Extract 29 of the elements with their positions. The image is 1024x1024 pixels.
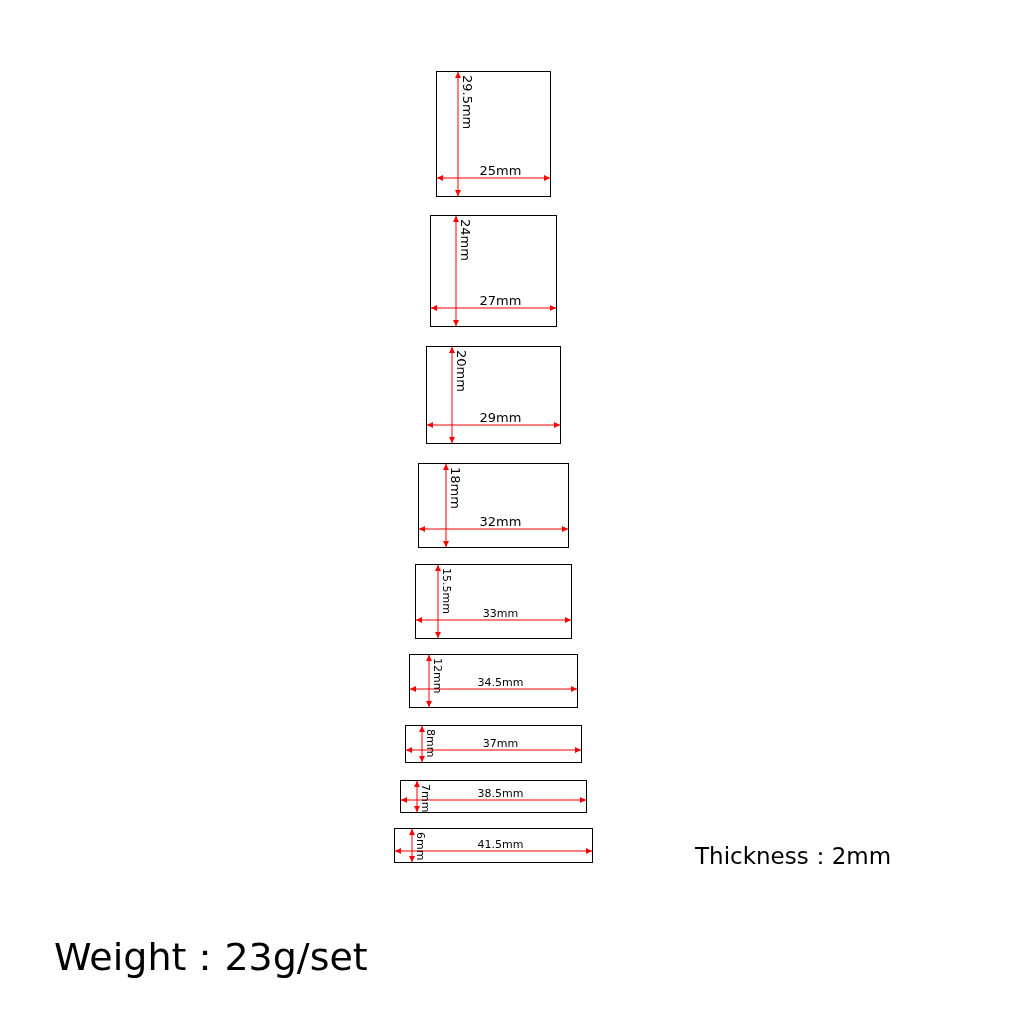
plate-outline <box>415 564 572 639</box>
dimension-label: 32mm <box>479 515 522 528</box>
plate-outline <box>400 780 587 813</box>
dimension-label: 25mm <box>479 164 522 177</box>
dimension-label: 38.5mm <box>477 788 524 799</box>
dimension-label: 20mm <box>455 350 468 392</box>
dimension-label: 12mm <box>432 658 443 694</box>
thickness-note: Thickness：2mm <box>695 845 892 868</box>
plate-outline <box>405 725 582 763</box>
dimension-label: 41.5mm <box>477 839 524 850</box>
dimension-label: 24mm <box>459 219 472 261</box>
dimension-label: 33mm <box>482 608 519 619</box>
dimension-label: 15.5mm <box>441 568 452 614</box>
plate-outline <box>436 71 551 197</box>
dimension-label: 34.5mm <box>477 677 524 688</box>
plate-outline <box>394 828 593 863</box>
dimension-label: 27mm <box>479 294 522 307</box>
plate-outline <box>430 215 557 327</box>
plate-outline <box>409 654 578 708</box>
dimension-label: 8mm <box>425 729 436 758</box>
dimension-label: 18mm <box>449 467 462 509</box>
dimension-label: 37mm <box>482 738 519 749</box>
dimension-label: 29.5mm <box>461 75 474 130</box>
weight-note: Weight：23g/set <box>54 938 368 976</box>
dimension-label: 29mm <box>479 411 522 424</box>
dimension-label: 6mm <box>415 832 426 861</box>
plate-outline <box>418 463 569 548</box>
plate-outline <box>426 346 561 444</box>
dimension-label: 7mm <box>420 784 431 813</box>
